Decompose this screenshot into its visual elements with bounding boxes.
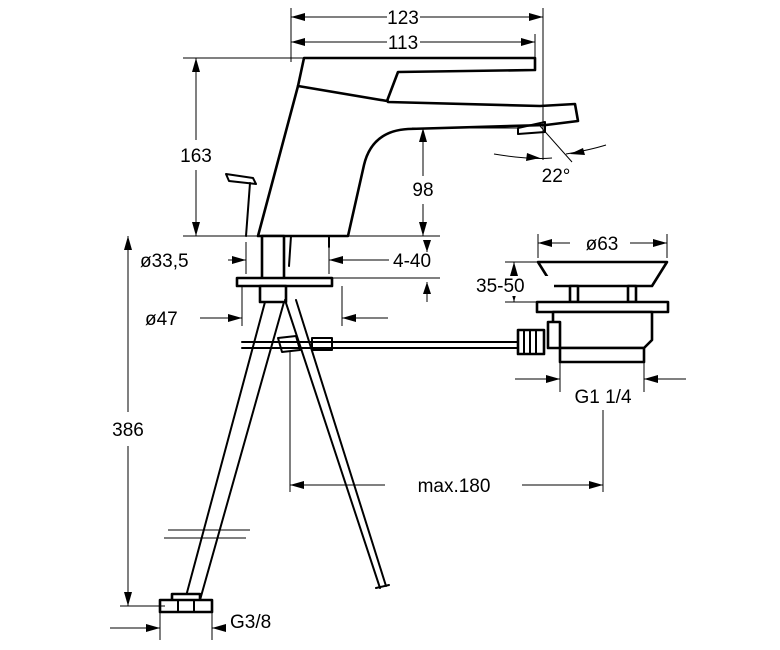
- dimension-386-label: 386: [112, 420, 144, 441]
- dimension-123: 123: [290, 8, 544, 160]
- dimension-flange-diameter-label: ø47: [145, 309, 178, 330]
- dimension-deck-thickness: 4-40: [332, 240, 440, 302]
- dimension-connection-thread: G3/8: [110, 612, 271, 640]
- dimension-drain-head-diameter-label: ø63: [586, 234, 619, 255]
- dimension-drain-thread-label: G1 1/4: [574, 387, 631, 408]
- dimension-drain-thread: G1 1/4: [515, 362, 686, 408]
- dimension-113: 113: [291, 33, 536, 62]
- dimension-deck-thickness-label: 4-40: [393, 251, 431, 272]
- drain-assembly: [516, 260, 670, 364]
- faucet-body: [256, 84, 580, 238]
- dimension-flange-diameter: ø47: [145, 286, 388, 330]
- dimension-rod-reach: max.180: [289, 352, 604, 497]
- dimension-angle-22: 22°: [493, 125, 607, 187]
- dimension-163-label: 163: [180, 146, 212, 167]
- dimension-98: 98: [348, 127, 520, 237]
- pull-rod: [241, 335, 521, 353]
- dimension-386: 386: [112, 236, 165, 607]
- hose-connector-nut: [158, 592, 214, 614]
- dimension-hole-diameter-label: ø33,5: [140, 251, 189, 272]
- dimension-connection-thread-label: G3/8: [230, 612, 271, 633]
- dimension-drain-head-diameter: ø63: [537, 234, 668, 258]
- dimension-163: 163: [180, 57, 304, 237]
- dimension-113-label: 113: [388, 33, 418, 54]
- dimension-hole-diameter: ø33,5: [140, 242, 346, 274]
- dimension-angle-22-label: 22°: [542, 166, 571, 187]
- mounting-nut: [235, 276, 334, 304]
- dimension-98-label: 98: [412, 180, 433, 201]
- dimension-rod-reach-label: max.180: [418, 476, 491, 497]
- pop-up-lift-rod: [225, 173, 257, 237]
- dimension-drain-plug-travel-label: 35-50: [476, 276, 525, 297]
- dimension-123-label: 123: [387, 8, 419, 29]
- dimension-drain-plug-travel: 35-50: [476, 261, 554, 303]
- supply-hoses: [164, 299, 390, 601]
